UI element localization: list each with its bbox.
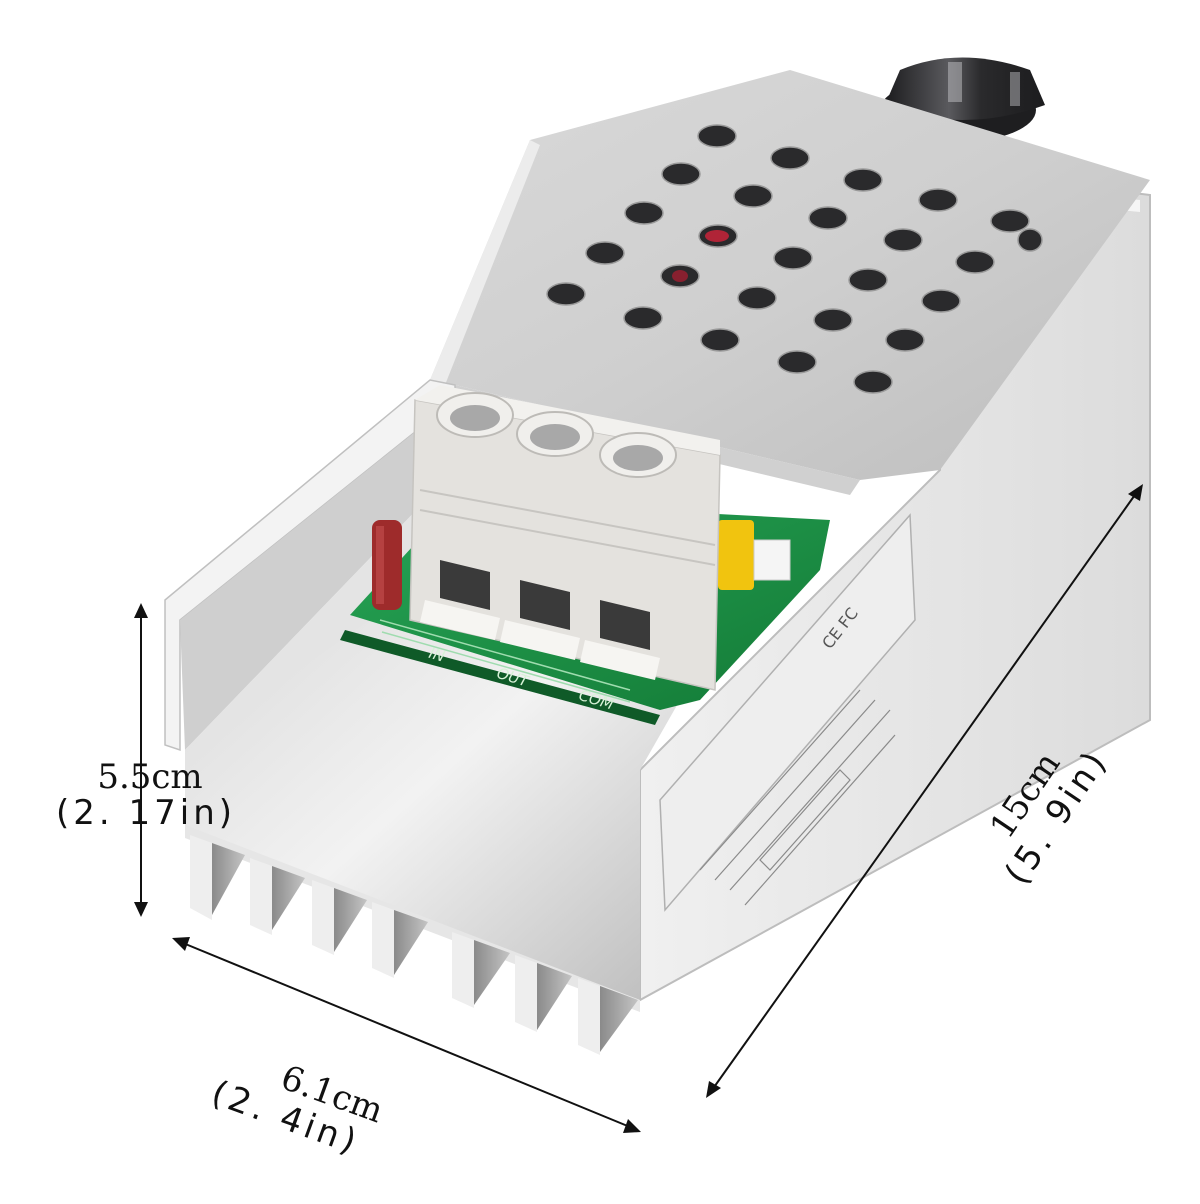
arrow-up-right-icon — [1128, 484, 1143, 501]
capacitor-red — [372, 520, 402, 610]
arrow-right-icon — [623, 1119, 641, 1133]
height-in: (2. 17in) — [55, 793, 237, 833]
arrow-down-icon — [134, 902, 148, 917]
capacitor-yellow — [718, 520, 791, 590]
vent-holes — [546, 124, 1043, 394]
wire-openings — [440, 560, 650, 650]
height-cm: 5.5cm — [97, 757, 203, 797]
indicator-led — [705, 230, 729, 242]
arrow-left-icon — [172, 937, 190, 951]
heatsink-fins — [190, 835, 638, 1055]
arrow-down-left-icon — [706, 1081, 721, 1098]
width-dimension-line — [182, 942, 631, 1128]
length-dimension-line — [711, 491, 1138, 1091]
terminal-block — [409, 385, 721, 691]
spec-label-panel: CE FC — [659, 513, 916, 912]
terminal-screw — [436, 392, 677, 478]
dimension-lines — [134, 484, 1143, 1133]
height-dimension-label: 5.5cm (2. 17in) — [46, 760, 246, 830]
arrow-up-icon — [134, 603, 148, 618]
